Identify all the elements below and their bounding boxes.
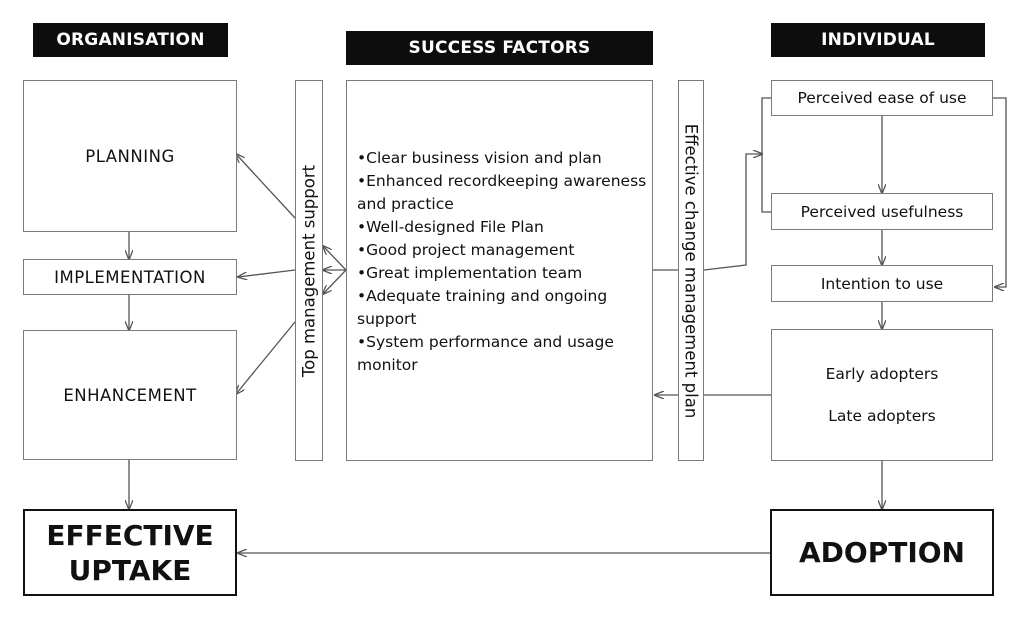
success-factor-item: •Adequate training and ongoing support	[357, 287, 608, 328]
success-factor-item: •Enhanced recordkeeping awareness and pr…	[357, 172, 647, 213]
success-factors-list: •Clear business vision and plan •Enhance…	[357, 147, 649, 377]
header-individual: INDIVIDUAL	[771, 23, 985, 57]
header-organisation: ORGANISATION	[33, 23, 228, 57]
adopters-box: Early adopters Late adopters	[771, 329, 993, 461]
effective-uptake-line-2: UPTAKE	[68, 553, 192, 587]
arrow-top-management-to-implementation	[238, 269, 296, 277]
effective-uptake-line-1: EFFECTIVE	[46, 518, 214, 552]
arrow-factors-to-top-management-upper	[323, 246, 347, 271]
enhancement-box: ENHANCEMENT	[23, 330, 237, 460]
late-adopters-label: Late adopters	[828, 407, 936, 425]
adoption-label: ADOPTION	[799, 536, 965, 569]
arrow-top-management-to-enhancement	[236, 321, 296, 394]
success-factor-item: •Well-designed File Plan	[357, 218, 544, 236]
implementation-label: IMPLEMENTATION	[54, 267, 206, 287]
effective-uptake-box: EFFECTIVE UPTAKE	[23, 509, 237, 596]
perceived-ease-of-use-box: Perceived ease of use	[771, 80, 993, 116]
arrow-top-management-to-planning	[236, 154, 296, 219]
success-factors-box: •Clear business vision and plan •Enhance…	[346, 80, 653, 461]
early-adopters-label: Early adopters	[825, 365, 939, 383]
arrow-factors-to-top-management-lower	[323, 269, 347, 294]
change-management-plan-bar: Effective change management plan	[678, 80, 704, 461]
enhancement-label: ENHANCEMENT	[63, 385, 197, 405]
effective-uptake-label: EFFECTIVE UPTAKE	[46, 518, 213, 588]
bracket-left-ease-usefulness	[761, 97, 771, 213]
top-management-support-label: Top management support	[299, 164, 319, 377]
arrow-ease-to-intention	[993, 97, 1007, 287]
implementation-box: IMPLEMENTATION	[23, 259, 237, 295]
adopters-stack: Early adopters Late adopters	[826, 365, 939, 425]
header-success-factors: SUCCESS FACTORS	[346, 31, 653, 65]
adoption-box: ADOPTION	[770, 509, 994, 596]
perceived-usefulness-box: Perceived usefulness	[771, 193, 993, 230]
planning-label: PLANNING	[85, 146, 175, 166]
intention-to-use-box: Intention to use	[771, 265, 993, 302]
success-factor-item: •System performance and usage monitor	[357, 333, 614, 374]
top-management-support-bar: Top management support	[295, 80, 323, 461]
change-management-plan-label: Effective change management plan	[681, 123, 701, 418]
perceived-ease-of-use-label: Perceived ease of use	[797, 89, 967, 107]
arrow-change-plan-to-individual	[703, 154, 762, 271]
success-factor-item: •Great implementation team	[357, 264, 583, 282]
success-factor-item: •Good project management	[357, 241, 575, 259]
planning-box: PLANNING	[23, 80, 237, 232]
intention-to-use-label: Intention to use	[820, 274, 944, 293]
success-factor-item: •Clear business vision and plan	[357, 149, 602, 167]
perceived-usefulness-label: Perceived usefulness	[800, 202, 964, 221]
